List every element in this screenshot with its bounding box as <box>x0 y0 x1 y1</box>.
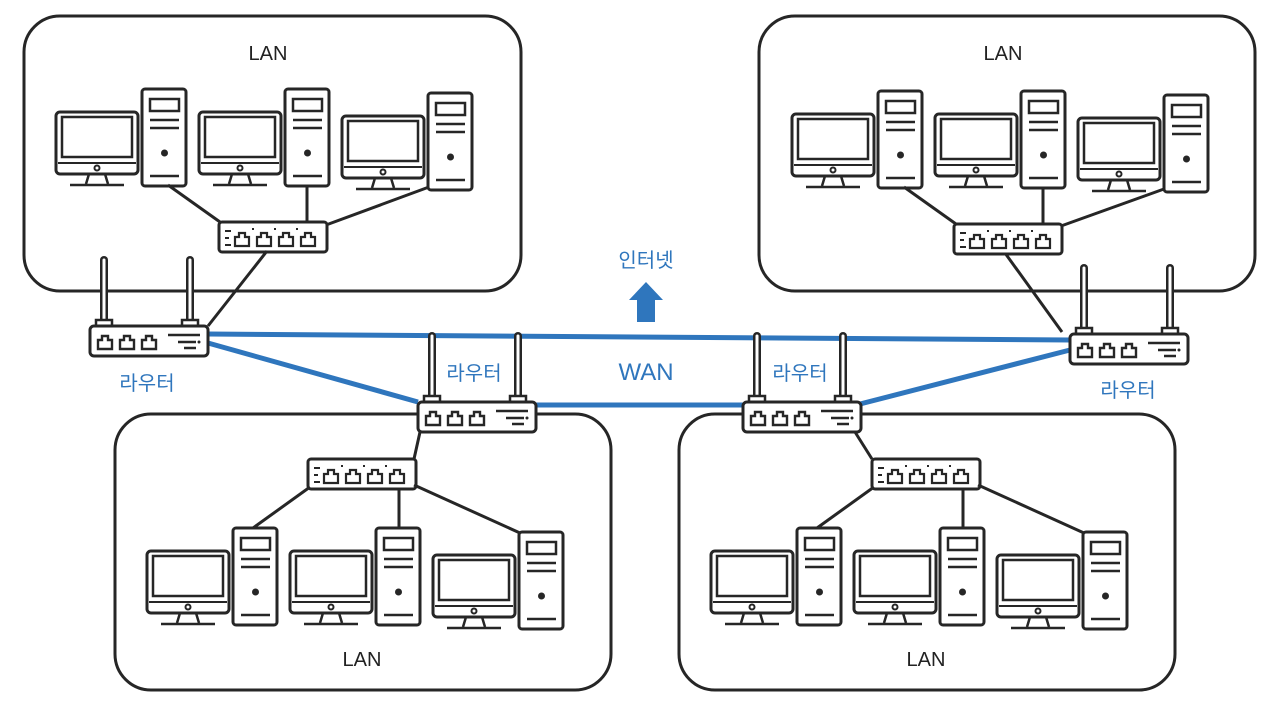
computer <box>340 91 474 192</box>
router-label: 라우터 <box>1100 378 1155 402</box>
computer <box>995 530 1129 631</box>
lan-bottom-right: LAN <box>677 412 1177 692</box>
lan-label: LAN <box>343 649 382 671</box>
wan-label: WAN <box>618 359 673 386</box>
lan-boundary <box>677 412 1177 692</box>
lan-boundary <box>22 14 523 293</box>
lan-top-right: LAN <box>757 14 1257 333</box>
switch-icon <box>306 457 418 491</box>
computer <box>852 526 986 627</box>
wan-link <box>207 331 1071 343</box>
lan-links <box>167 183 430 227</box>
lan-top-left: LAN <box>22 14 523 293</box>
computer <box>145 526 279 627</box>
router-label: 라우터 <box>119 371 174 395</box>
computer <box>1076 93 1210 194</box>
switch-icon <box>870 457 982 491</box>
lan-links <box>816 431 1085 535</box>
computer <box>431 530 565 631</box>
computer <box>790 89 924 190</box>
lan-boundary <box>757 14 1257 293</box>
lan-links <box>903 185 1165 333</box>
arrow-up-icon <box>629 282 663 322</box>
computer <box>933 89 1067 190</box>
computer <box>54 87 188 188</box>
router-label: 라우터 <box>772 361 827 385</box>
internet-label: 인터넷 <box>618 248 673 272</box>
computer <box>288 526 422 627</box>
computer <box>709 526 843 627</box>
switch-icon <box>952 222 1064 256</box>
lan-boundary <box>113 412 613 692</box>
router-icon <box>1070 268 1188 364</box>
wan-links <box>207 331 1071 408</box>
lan-links <box>252 431 521 535</box>
computer <box>197 87 331 188</box>
wan-link <box>859 347 1071 407</box>
router-icon <box>90 260 208 356</box>
lan-router-link <box>206 250 269 327</box>
lan-label: LAN <box>249 43 288 65</box>
wan-link <box>207 340 419 405</box>
lan-label: LAN <box>984 43 1023 65</box>
router-label: 라우터 <box>446 361 501 385</box>
lan-bottom-left: LAN <box>113 412 613 692</box>
switch-icon <box>217 220 329 254</box>
lan-label: LAN <box>907 649 946 671</box>
